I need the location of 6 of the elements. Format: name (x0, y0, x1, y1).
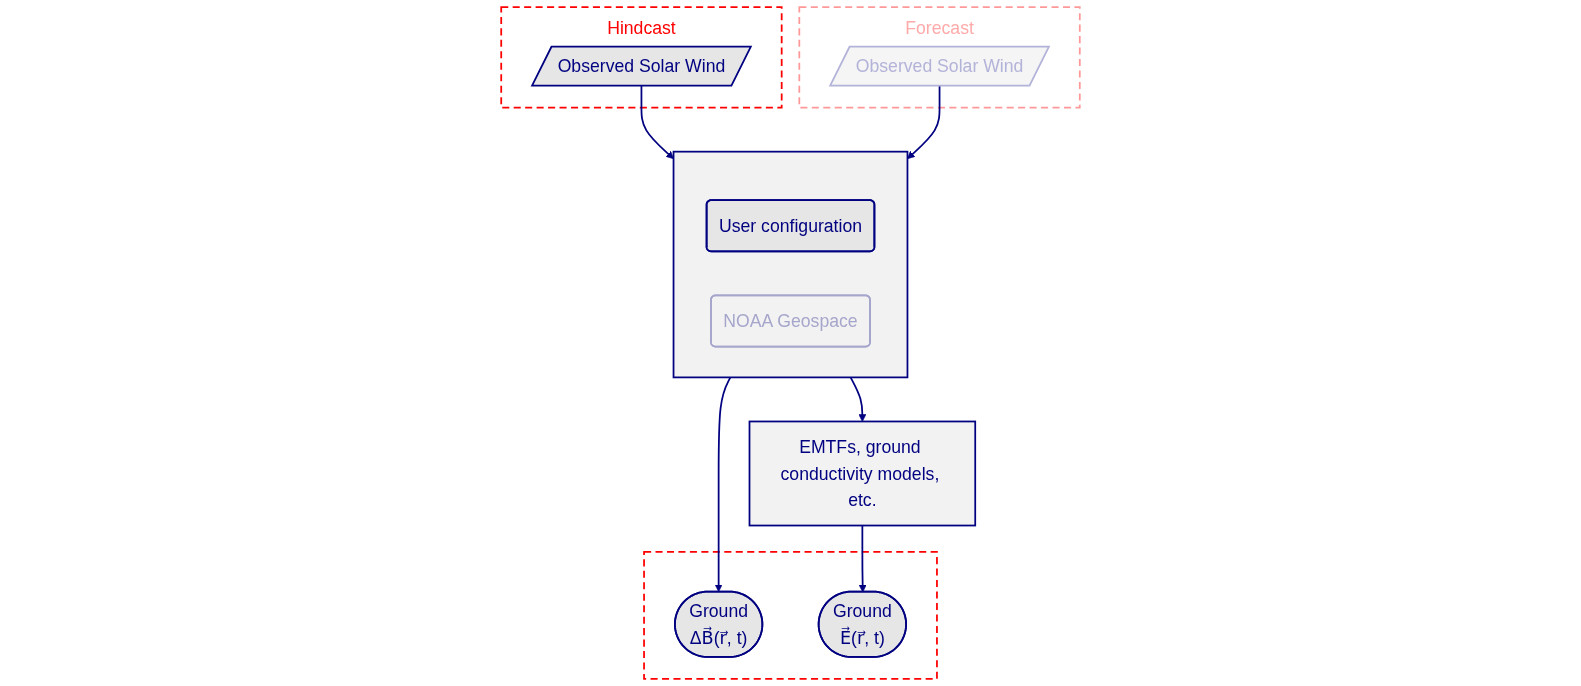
node-box: EMTFs, ground conductivity models, etc. (748, 420, 977, 527)
cluster (643, 551, 938, 680)
cluster (672, 150, 909, 379)
arrow (858, 524, 867, 593)
arrow (714, 376, 732, 592)
arrow (849, 376, 867, 422)
